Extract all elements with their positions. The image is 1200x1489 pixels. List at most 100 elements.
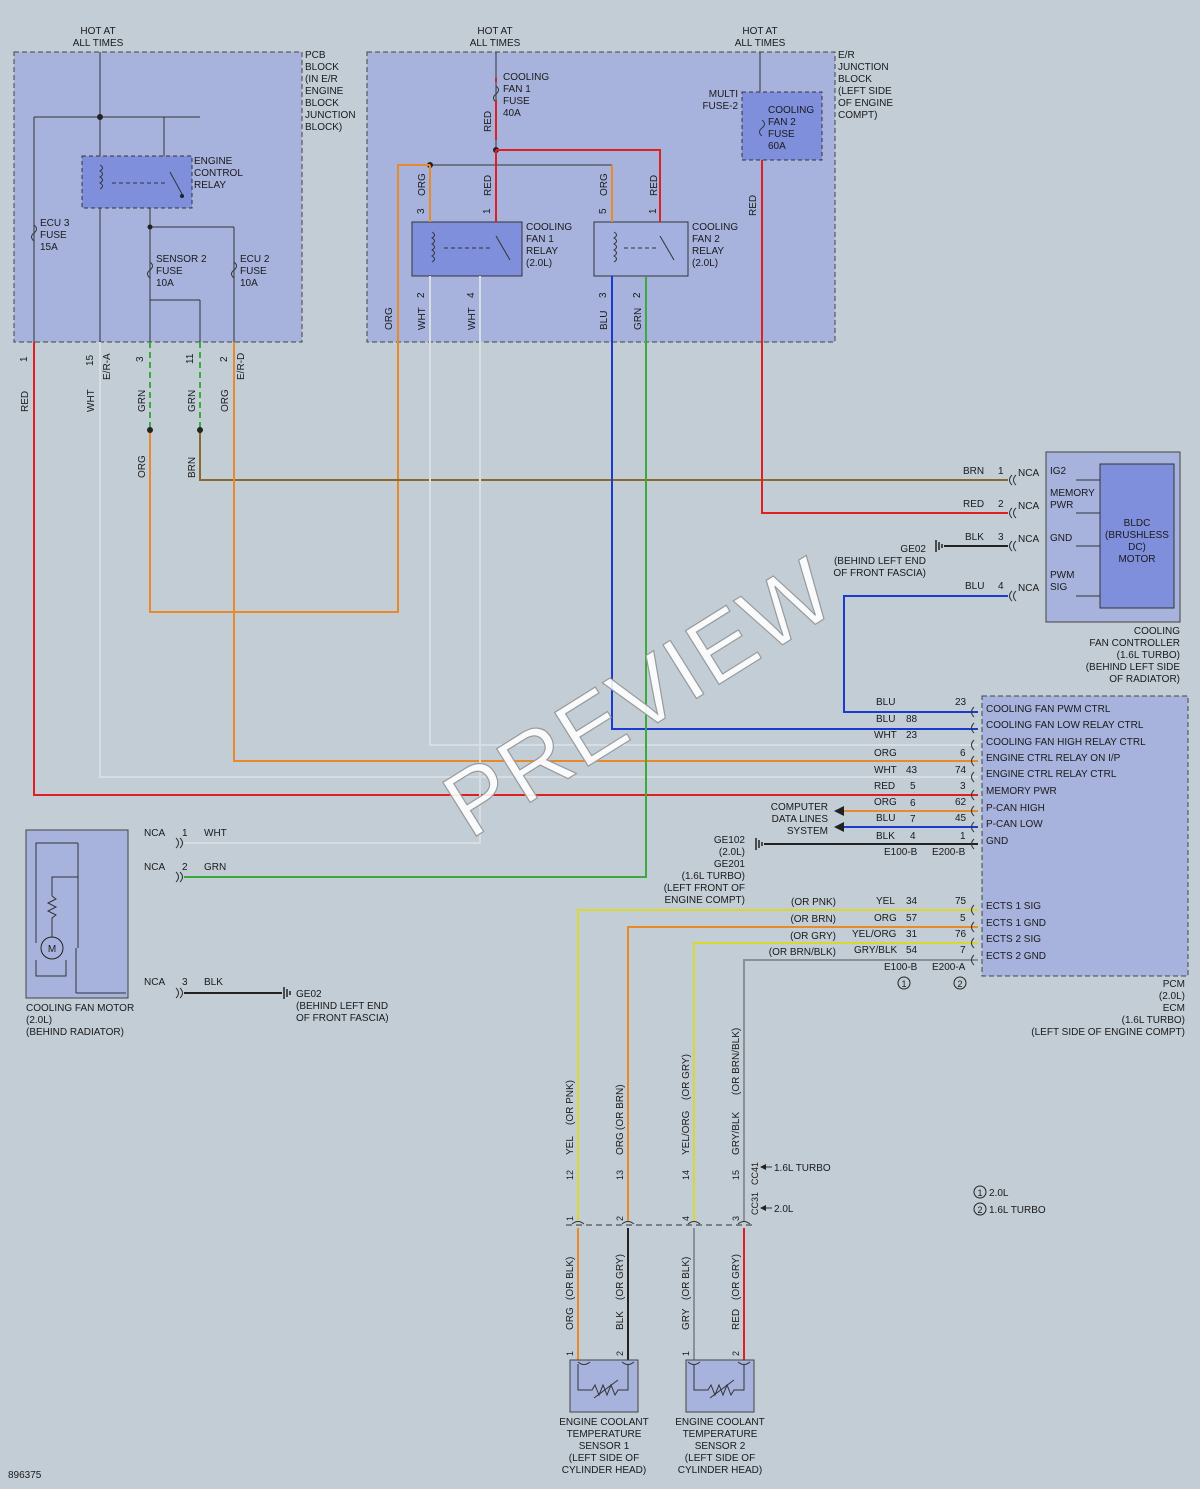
svg-text:(2.0L): (2.0L) bbox=[26, 1015, 52, 1026]
computer-data-lines: COMPUTER DATA LINES SYSTEM bbox=[771, 802, 829, 837]
svg-text:FUSE: FUSE bbox=[503, 96, 530, 107]
svg-text:CC41: CC41 bbox=[750, 1162, 760, 1185]
svg-text:JUNCTION: JUNCTION bbox=[838, 62, 889, 73]
svg-text:7: 7 bbox=[910, 814, 916, 825]
svg-text:ENGINE: ENGINE bbox=[305, 86, 344, 97]
controller-pin-labels: BRN 1 NCA RED 2 NCA BLK 3 NCA BLU 4 NCA bbox=[963, 466, 1039, 594]
svg-text:HOT AT: HOT AT bbox=[742, 26, 777, 37]
svg-text:4: 4 bbox=[998, 581, 1004, 592]
svg-text:WHT: WHT bbox=[874, 765, 897, 776]
svg-text:(BEHIND LEFT END: (BEHIND LEFT END bbox=[296, 1001, 388, 1012]
svg-text:NCA: NCA bbox=[1018, 583, 1039, 594]
svg-text:FAN 2: FAN 2 bbox=[692, 234, 720, 245]
svg-text:75: 75 bbox=[955, 896, 967, 907]
svg-text:2: 2 bbox=[219, 356, 230, 362]
svg-text:BLU: BLU bbox=[876, 813, 895, 824]
pcm-upper-wire-labels: BLU 23 BLU 88 WHT 23 ORG 6 WHT 43 74 RED… bbox=[874, 697, 967, 842]
svg-text:1: 1 bbox=[565, 1351, 575, 1356]
svg-text:NCA: NCA bbox=[144, 977, 165, 988]
svg-text:2: 2 bbox=[182, 862, 188, 873]
svg-text:(LEFT SIDE OF: (LEFT SIDE OF bbox=[569, 1453, 639, 1464]
svg-text:BLOCK: BLOCK bbox=[305, 98, 339, 109]
wire-wht-fan-motor bbox=[184, 276, 481, 844]
svg-text:MULTI: MULTI bbox=[709, 89, 738, 100]
svg-text:E/R: E/R bbox=[838, 50, 855, 61]
fan1-fuse: COOLING FAN 1 FUSE 40A bbox=[493, 72, 549, 119]
pcm-connector-marks bbox=[971, 706, 975, 966]
svg-text:GRN: GRN bbox=[137, 390, 148, 412]
svg-text:BLOCK: BLOCK bbox=[305, 62, 339, 73]
svg-text:OF RADIATOR): OF RADIATOR) bbox=[1109, 674, 1180, 685]
svg-text:(OR PNK): (OR PNK) bbox=[791, 897, 836, 908]
svg-text:GRN: GRN bbox=[204, 862, 226, 873]
svg-text:HOT AT: HOT AT bbox=[477, 26, 512, 37]
svg-text:1: 1 bbox=[681, 1351, 691, 1356]
svg-text:COOLING FAN LOW RELAY CTRL: COOLING FAN LOW RELAY CTRL bbox=[986, 720, 1144, 731]
svg-text:1: 1 bbox=[565, 1216, 575, 1221]
fan-motor-caption: COOLING FAN MOTOR (2.0L) (BEHIND RADIATO… bbox=[26, 1003, 134, 1038]
svg-text:ORG: ORG bbox=[565, 1307, 576, 1330]
svg-text:PCB: PCB bbox=[305, 50, 326, 61]
svg-text:COOLING: COOLING bbox=[503, 72, 549, 83]
cc31-connector: 1 2 4 3 bbox=[565, 1216, 754, 1226]
svg-text:3: 3 bbox=[416, 208, 427, 214]
svg-text:15A: 15A bbox=[40, 242, 58, 253]
svg-text:57: 57 bbox=[906, 913, 918, 924]
pcm-lower-wire-labels: (OR PNK) YEL 34 75 (OR BRN) ORG 57 5 (OR… bbox=[769, 896, 967, 958]
svg-text:ORG: ORG bbox=[874, 797, 897, 808]
svg-text:(OR BRN): (OR BRN) bbox=[615, 1084, 626, 1130]
svg-text:ECU 2: ECU 2 bbox=[240, 254, 270, 265]
svg-text:MEMORY PWR: MEMORY PWR bbox=[986, 786, 1057, 797]
svg-text:GE201: GE201 bbox=[714, 859, 746, 870]
svg-text:IG2: IG2 bbox=[1050, 466, 1067, 477]
svg-text:SYSTEM: SYSTEM bbox=[787, 826, 828, 837]
svg-text:(OR GRY): (OR GRY) bbox=[731, 1254, 742, 1300]
svg-text:(OR GRY): (OR GRY) bbox=[790, 931, 836, 942]
svg-text:ENGINE: ENGINE bbox=[194, 156, 233, 167]
svg-text:11: 11 bbox=[185, 353, 196, 364]
svg-text:PWM: PWM bbox=[1050, 570, 1074, 581]
sensor1-wire-labels: ORG (OR BLK) 1 BLK (OR GRY) 2 bbox=[565, 1254, 626, 1356]
svg-text:ECU 3: ECU 3 bbox=[40, 218, 70, 229]
svg-text:ENGINE CTRL RELAY ON I/P: ENGINE CTRL RELAY ON I/P bbox=[986, 753, 1121, 764]
svg-text:BLU: BLU bbox=[599, 311, 610, 330]
svg-text:1: 1 bbox=[901, 979, 906, 989]
svg-text:E200-A: E200-A bbox=[932, 962, 966, 973]
svg-text:1: 1 bbox=[19, 356, 30, 362]
svg-text:NCA: NCA bbox=[1018, 501, 1039, 512]
svg-text:COMPT): COMPT) bbox=[838, 110, 877, 121]
svg-text:ENGINE COOLANT: ENGINE COOLANT bbox=[559, 1417, 648, 1428]
svg-text:COOLING FAN PWM CTRL: COOLING FAN PWM CTRL bbox=[986, 704, 1111, 715]
svg-text:BLK: BLK bbox=[876, 831, 895, 842]
svg-text:1.6L TURBO: 1.6L TURBO bbox=[774, 1163, 831, 1174]
er-block-caption: E/R JUNCTION BLOCK (LEFT SIDE OF ENGINE … bbox=[838, 50, 893, 121]
svg-text:12: 12 bbox=[565, 1170, 575, 1180]
svg-text:2.0L: 2.0L bbox=[989, 1188, 1009, 1199]
svg-text:(2.0L): (2.0L) bbox=[1159, 991, 1185, 1002]
svg-text:2: 2 bbox=[632, 292, 643, 298]
svg-text:E/R-A: E/R-A bbox=[102, 353, 113, 380]
svg-text:1: 1 bbox=[648, 208, 659, 214]
svg-text:E100-B: E100-B bbox=[884, 962, 918, 973]
wire-yelorg-ects2-sig bbox=[693, 942, 978, 1222]
svg-text:43: 43 bbox=[906, 765, 918, 776]
svg-text:23: 23 bbox=[955, 697, 967, 708]
svg-text:RELAY: RELAY bbox=[194, 180, 226, 191]
svg-text:10A: 10A bbox=[156, 278, 174, 289]
wire-brn-ig2 bbox=[199, 430, 1008, 481]
hot-label-2: HOT AT ALL TIMES bbox=[470, 26, 521, 49]
svg-text:(BEHIND RADIATOR): (BEHIND RADIATOR) bbox=[26, 1027, 124, 1038]
svg-text:GRN: GRN bbox=[187, 390, 198, 412]
svg-text:FAN 1: FAN 1 bbox=[503, 84, 531, 95]
svg-text:COOLING FAN HIGH RELAY CTRL: COOLING FAN HIGH RELAY CTRL bbox=[986, 737, 1146, 748]
circle-marker-2: 2 bbox=[953, 976, 967, 990]
pcb-internal-wiring bbox=[33, 52, 235, 342]
svg-text:ECTS 1 SIG: ECTS 1 SIG bbox=[986, 901, 1041, 912]
svg-text:(2.0L): (2.0L) bbox=[526, 258, 552, 269]
svg-text:(OR BRN): (OR BRN) bbox=[790, 914, 836, 925]
svg-text:BLU: BLU bbox=[876, 714, 895, 725]
wire-color-labels-left: RED WHT GRN GRN ORG ORG BRN bbox=[20, 389, 231, 478]
svg-text:ALL TIMES: ALL TIMES bbox=[735, 38, 786, 49]
svg-text:(LEFT SIDE: (LEFT SIDE bbox=[838, 86, 892, 97]
ecu3-fuse: ECU 3 FUSE 15A bbox=[31, 218, 70, 253]
